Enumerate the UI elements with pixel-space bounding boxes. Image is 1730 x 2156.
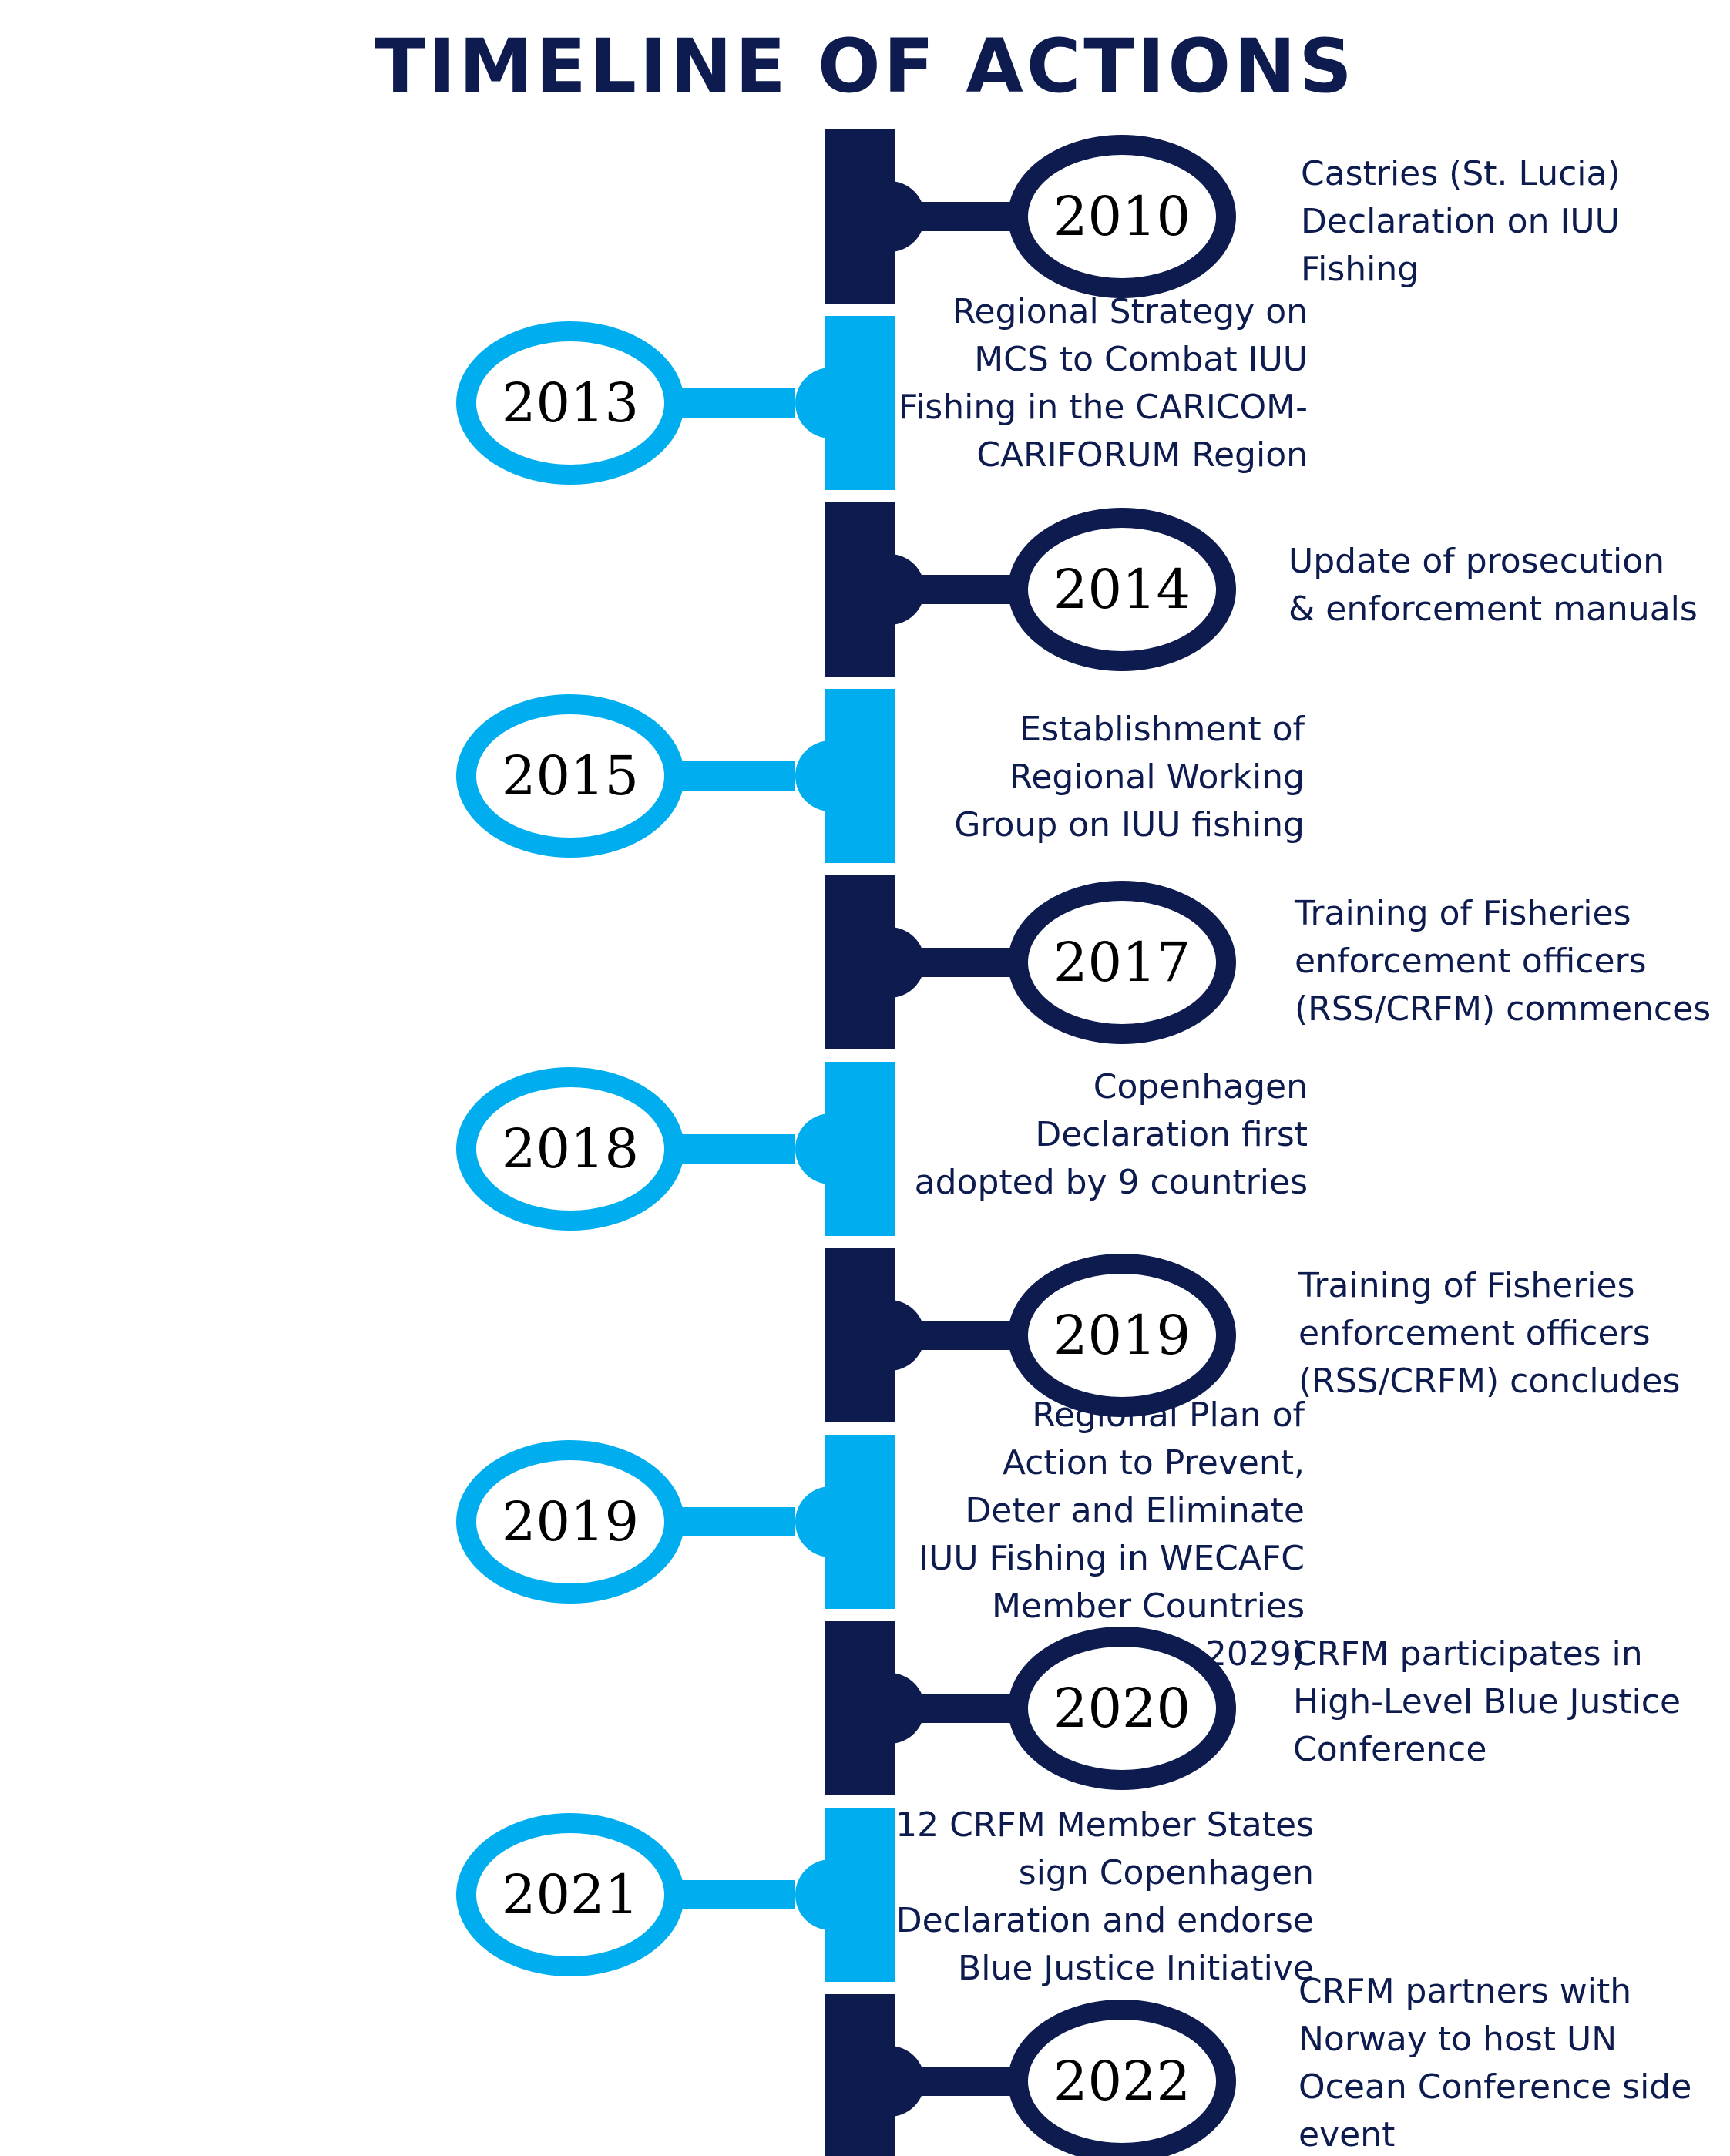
- event-description-line: Conference: [1293, 1730, 1487, 1769]
- timeline-dot: [795, 1859, 866, 1930]
- event-description-line: CRFM participates in: [1293, 1634, 1643, 1674]
- year-badge: 2018: [456, 1067, 684, 1231]
- event-description-line: CARIFORUM Region: [976, 435, 1308, 475]
- year-label: 2014: [1053, 558, 1191, 621]
- event-description-line: Establishment of: [1020, 710, 1305, 749]
- event-description: Castries (St. Lucia) Declaration on IUU Fi…: [1301, 150, 1621, 294]
- event-description: Update of prosecution & enforcement manua…: [1288, 538, 1698, 633]
- year-badge: 2013: [456, 321, 684, 485]
- year-label: 2019: [501, 1490, 640, 1553]
- year-badge: 2015: [456, 694, 684, 858]
- year-label: 2020: [1053, 1677, 1191, 1740]
- timeline-dot: [795, 368, 866, 438]
- event-description: Regional Strategy on MCS to Combat IUU Fis…: [899, 288, 1308, 479]
- timeline-dot: [795, 1113, 866, 1184]
- event-description-line: enforcement officers: [1298, 1314, 1651, 1353]
- event-description-line: Regional Strategy on: [952, 292, 1308, 331]
- event-description-line: Blue Justice Initiative: [958, 1949, 1314, 1988]
- event-description-line: event: [1298, 2115, 1396, 2154]
- timeline-dot: [854, 554, 925, 625]
- year-badge: 2014: [1008, 508, 1236, 671]
- year-badge: 2020: [1008, 1627, 1236, 1790]
- event-description-line: 12 CRFM Member States: [895, 1805, 1314, 1845]
- event-description-line: Norway to host UN: [1298, 2020, 1617, 2059]
- event-description-line: Training of Fisheries: [1298, 1266, 1635, 1305]
- page-title: TIMELINE OF ACTIONS: [375, 23, 1355, 109]
- event-description: Training of Fisheries enforcement officer…: [1298, 1262, 1680, 1405]
- event-description-line: Copenhagen: [1093, 1067, 1308, 1107]
- event-description-line: Group on IUU fishing: [954, 805, 1305, 845]
- year-label: 2015: [501, 744, 640, 808]
- event-description-line: Declaration on IUU: [1301, 202, 1620, 241]
- event-description-line: Declaration and endorse: [895, 1901, 1314, 1940]
- year-badge: 2019: [456, 1440, 684, 1604]
- event-description-line: & enforcement manuals: [1288, 589, 1698, 629]
- event-description: Regional Plan of Action to Prevent, Deter …: [919, 1392, 1305, 1678]
- event-description-line: enforcement officers: [1295, 942, 1647, 981]
- year-label: 2018: [501, 1117, 640, 1180]
- timeline-dot: [854, 2046, 925, 2117]
- timeline-dot: [854, 181, 925, 252]
- event-description-line: Update of prosecution: [1288, 542, 1665, 581]
- year-label: 2022: [1053, 2050, 1191, 2113]
- event-description-line: Action to Prevent,: [1002, 1443, 1305, 1483]
- event-description-line: High-Level Blue Justice: [1293, 1682, 1681, 1721]
- year-label: 2010: [1053, 185, 1191, 248]
- event-description-line: Training of Fisheries: [1295, 894, 1631, 933]
- event-description: Training of Fisheries enforcement officer…: [1295, 890, 1711, 1033]
- timeline-dot: [854, 1673, 925, 1744]
- timeline-dot: [795, 740, 866, 811]
- event-description-line: Castries (St. Lucia): [1301, 154, 1621, 193]
- event-description-line: Fishing: [1301, 250, 1419, 289]
- event-description-line: IUU Fishing in WECAFC: [919, 1539, 1305, 1578]
- timeline-dot: [854, 927, 925, 998]
- event-description-line: CRFM partners with: [1298, 1972, 1632, 2011]
- year-badge: 2010: [1008, 135, 1236, 298]
- event-description-line: (RSS/CRFM) concludes: [1298, 1362, 1681, 1401]
- event-description-line: Deter and Eliminate: [965, 1491, 1305, 1530]
- year-label: 2017: [1053, 931, 1191, 994]
- timeline-dot: [854, 1300, 925, 1371]
- event-description-line: Fishing in the CARICOM-: [898, 388, 1308, 427]
- event-description-line: adopted by 9 countries: [914, 1163, 1308, 1202]
- timeline-dot: [795, 1486, 866, 1557]
- event-description-line: sign Copenhagen: [1018, 1853, 1314, 1892]
- event-description-line: MCS to Combat IUU: [974, 340, 1308, 379]
- year-label: 2019: [1053, 1304, 1191, 1367]
- event-description: CRFM participates in High-Level Blue Just…: [1293, 1630, 1681, 1774]
- event-description-line: Member Countries: [992, 1587, 1305, 1626]
- year-badge: 2017: [1008, 881, 1236, 1044]
- year-label: 2013: [501, 371, 640, 435]
- year-badge: 2021: [456, 1813, 684, 1976]
- event-description-line: Regional Working: [1009, 757, 1305, 797]
- event-description-line: Regional Plan of: [1032, 1395, 1305, 1435]
- event-description-line: (RSS/CRFM) commences: [1295, 989, 1712, 1029]
- event-description-line: Ocean Conference side: [1298, 2067, 1692, 2107]
- year-badge: 2022: [1008, 2000, 1236, 2156]
- event-description-line: Declaration first: [1035, 1115, 1308, 1154]
- year-label: 2021: [501, 1863, 640, 1926]
